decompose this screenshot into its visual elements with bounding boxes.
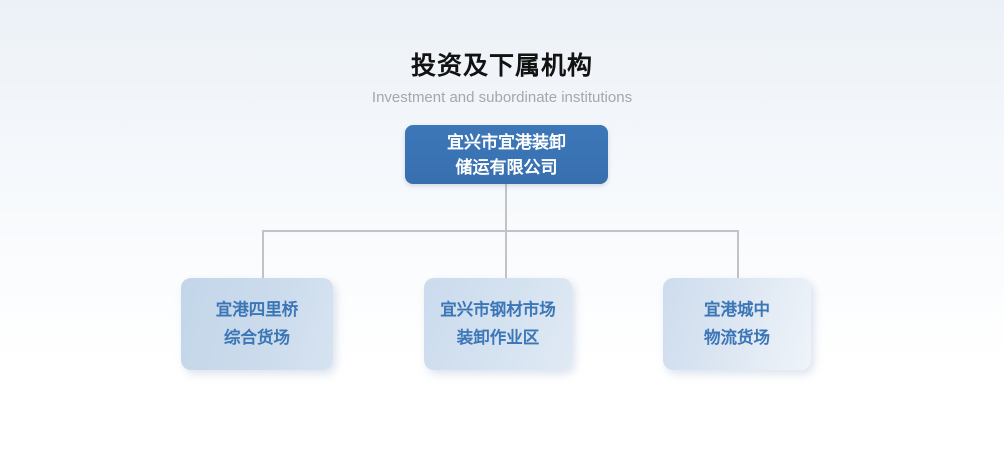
org-node-child-1: 宜港四里桥 综合货场 <box>181 278 333 370</box>
connector-root-stem <box>505 184 507 280</box>
org-node-child-3: 宜港城中 物流货场 <box>663 278 811 370</box>
org-node-child-1-line2: 综合货场 <box>224 329 290 347</box>
org-node-child-2-line1: 宜兴市钢材市场 <box>440 301 556 319</box>
org-node-child-2-line2: 装卸作业区 <box>456 329 540 347</box>
connector-drop-left <box>262 230 264 279</box>
page-subtitle: Investment and subordinate institutions <box>371 89 633 106</box>
chart-header: 投资及下属机构 Investment and subordinate insti… <box>0 46 1004 106</box>
org-node-child-3-line1: 宜港城中 <box>704 301 770 319</box>
connector-horizontal-rail <box>262 230 739 232</box>
org-node-root: 宜兴市宜港装卸 储运有限公司 <box>405 125 608 184</box>
org-node-root-line2: 储运有限公司 <box>455 157 558 177</box>
org-node-root-line1: 宜兴市宜港装卸 <box>447 132 566 152</box>
page-title: 投资及下属机构 <box>410 52 593 80</box>
connector-drop-right <box>737 230 739 279</box>
org-node-child-3-line2: 物流货场 <box>704 329 770 347</box>
org-node-child-1-line1: 宜港四里桥 <box>215 301 299 319</box>
org-node-child-2: 宜兴市钢材市场 装卸作业区 <box>424 278 572 370</box>
